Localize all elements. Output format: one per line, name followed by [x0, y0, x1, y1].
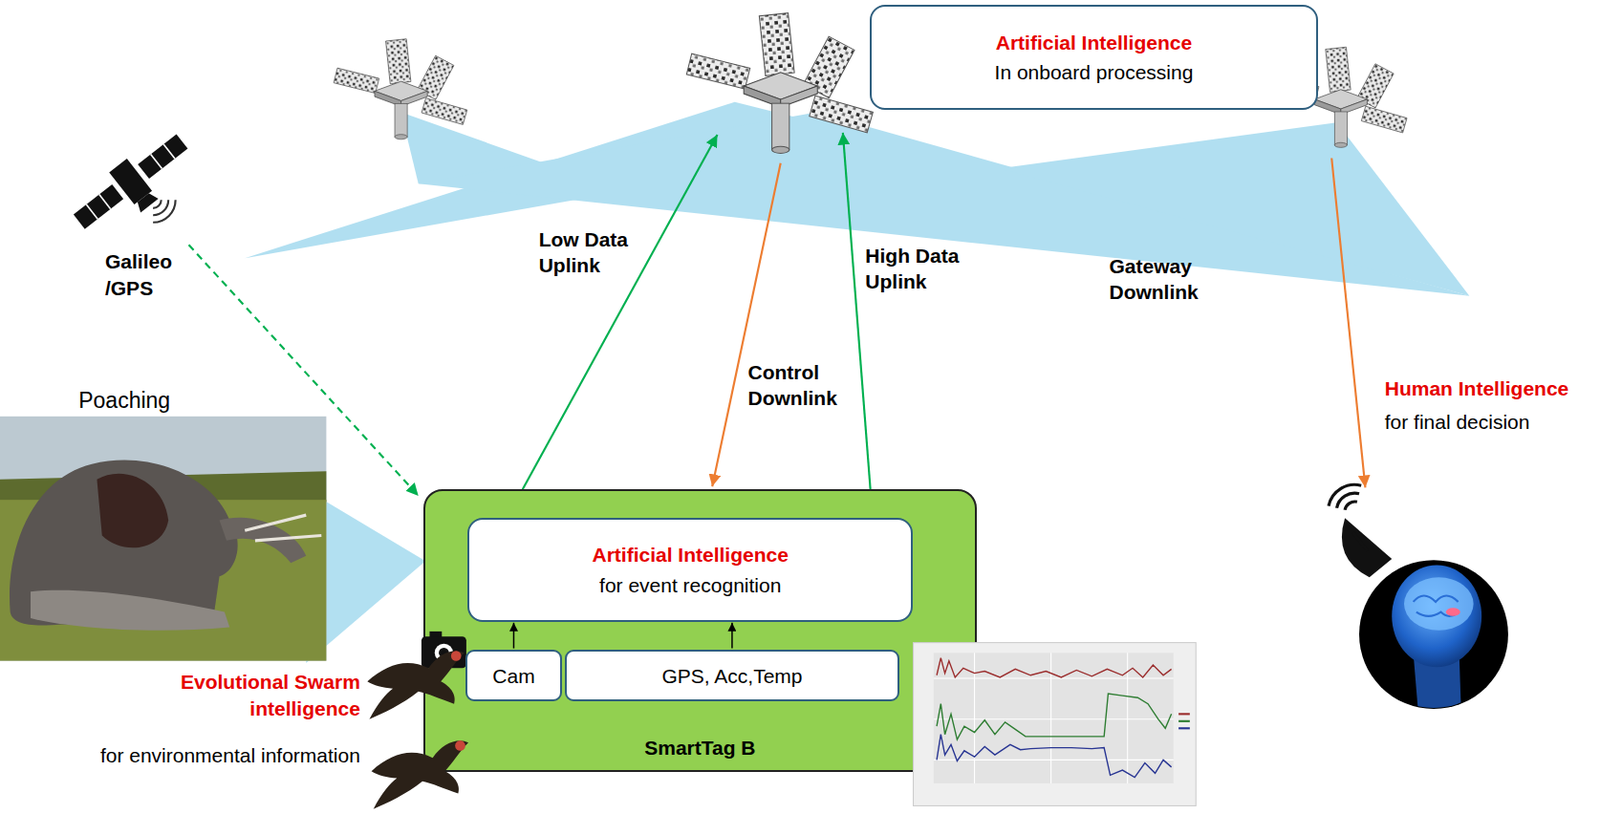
chart-grid: [933, 718, 1174, 720]
gnss-signal-arrow: [189, 244, 419, 497]
chart-line: [936, 658, 1172, 678]
link-label: Control Downlink: [748, 359, 851, 412]
signal-wave: [152, 199, 169, 216]
photo-caption: Poaching: [78, 387, 171, 416]
chart-legend-mark: [1178, 713, 1190, 715]
connector-arrow: [731, 623, 734, 649]
vulture-swarm: [371, 740, 469, 810]
camera-body: [421, 636, 467, 669]
link-label: Gateway Downlink: [1108, 253, 1221, 306]
chart-frame: [913, 643, 1197, 807]
chart-panel: [933, 652, 1174, 784]
chart-legend-mark: [1178, 720, 1190, 723]
uplink-arrow: [843, 132, 871, 491]
camera-lens: [434, 644, 454, 663]
coverage-cone: [418, 111, 1471, 296]
uplink-arrow: [522, 134, 718, 491]
box-label: GPS, Acc,Temp: [661, 663, 802, 690]
link-label: Low Data Uplink: [539, 226, 642, 280]
human-head-icon: [1359, 560, 1509, 714]
panel-line: [151, 153, 163, 169]
galileo-satellite-icon: [66, 125, 202, 246]
signal-wave: [152, 199, 162, 209]
camera-top: [429, 631, 442, 639]
vulture: [371, 740, 469, 809]
chart-legend-mark: [1178, 727, 1190, 730]
camera-icon: [421, 631, 467, 669]
vulture-head: [454, 740, 466, 752]
ground-station-dish: [1328, 484, 1392, 578]
link-label: High Data Uplink: [864, 242, 977, 296]
downlink-arrow: [1331, 158, 1365, 489]
smarttag-box: Artificial Intelligence for event recogni…: [423, 489, 977, 773]
poaching-photo: [0, 416, 327, 662]
box-heading: Artificial Intelligence: [995, 29, 1192, 56]
signal-wave: [1337, 493, 1360, 509]
satellite-label: Galileo /GPS: [105, 248, 202, 302]
panel-line: [99, 194, 111, 210]
coverage-cone: [999, 122, 1470, 296]
elephant-leg: [30, 590, 230, 631]
vulture-swarm: [367, 650, 469, 809]
onboard-ai-box: Artificial Intelligence In onboard proces…: [869, 4, 1319, 110]
panel-line: [86, 204, 98, 219]
solar-panel: [137, 133, 188, 179]
box-heading: Artificial Intelligence: [592, 541, 789, 568]
sensor-chart: [913, 643, 1197, 807]
human-head-icon: [1391, 564, 1482, 714]
chart-line: [936, 735, 1172, 779]
box-label: SmartTag B: [644, 735, 756, 761]
vulture-head: [451, 650, 462, 662]
solar-panel: [73, 184, 124, 230]
antenna: [134, 191, 159, 214]
galileo-satellite-icon: [66, 125, 202, 246]
elephant-wound: [96, 474, 169, 549]
chart-grid: [933, 652, 1174, 784]
chart-grid: [933, 677, 1174, 679]
dish-bowl: [1341, 518, 1392, 578]
camera-lens: [438, 648, 450, 659]
box-label: Cam: [492, 663, 535, 690]
event-ai-box: Artificial Intelligence for event recogni…: [467, 518, 914, 623]
brain: [1404, 577, 1474, 631]
box-label: for event recognition: [599, 572, 781, 599]
downlink-arrow: [712, 163, 781, 487]
dish-feed: [1353, 532, 1368, 551]
satellite: [333, 39, 468, 140]
signal-wave: [1344, 501, 1358, 511]
chart-grid: [933, 759, 1174, 761]
chart-grid: [973, 652, 975, 784]
head: [1391, 564, 1482, 668]
vulture: [367, 650, 464, 719]
sensor-box: Cam: [465, 649, 563, 702]
photo-sky: [0, 416, 327, 662]
bones: [244, 515, 322, 541]
intelligence-heading: Evolutional Swarm intelligence: [155, 669, 361, 722]
chart-grid: [1050, 652, 1052, 784]
box-label: In onboard processing: [994, 59, 1194, 86]
sensor-box: GPS, Acc,Temp: [564, 649, 899, 702]
intelligence-heading: Human Intelligence: [1384, 375, 1570, 402]
brain-highlight: [1446, 607, 1461, 617]
signal-wave: [1328, 484, 1362, 506]
chart-grid: [1126, 652, 1128, 784]
connector-arrow: [513, 623, 516, 649]
signal-wave: [152, 199, 175, 222]
intelligence-note: for environmental information: [100, 742, 361, 769]
satellite: [686, 13, 873, 154]
chart-line: [936, 693, 1172, 740]
panel-line: [163, 144, 175, 159]
intelligence-note: for final decision: [1384, 409, 1531, 435]
